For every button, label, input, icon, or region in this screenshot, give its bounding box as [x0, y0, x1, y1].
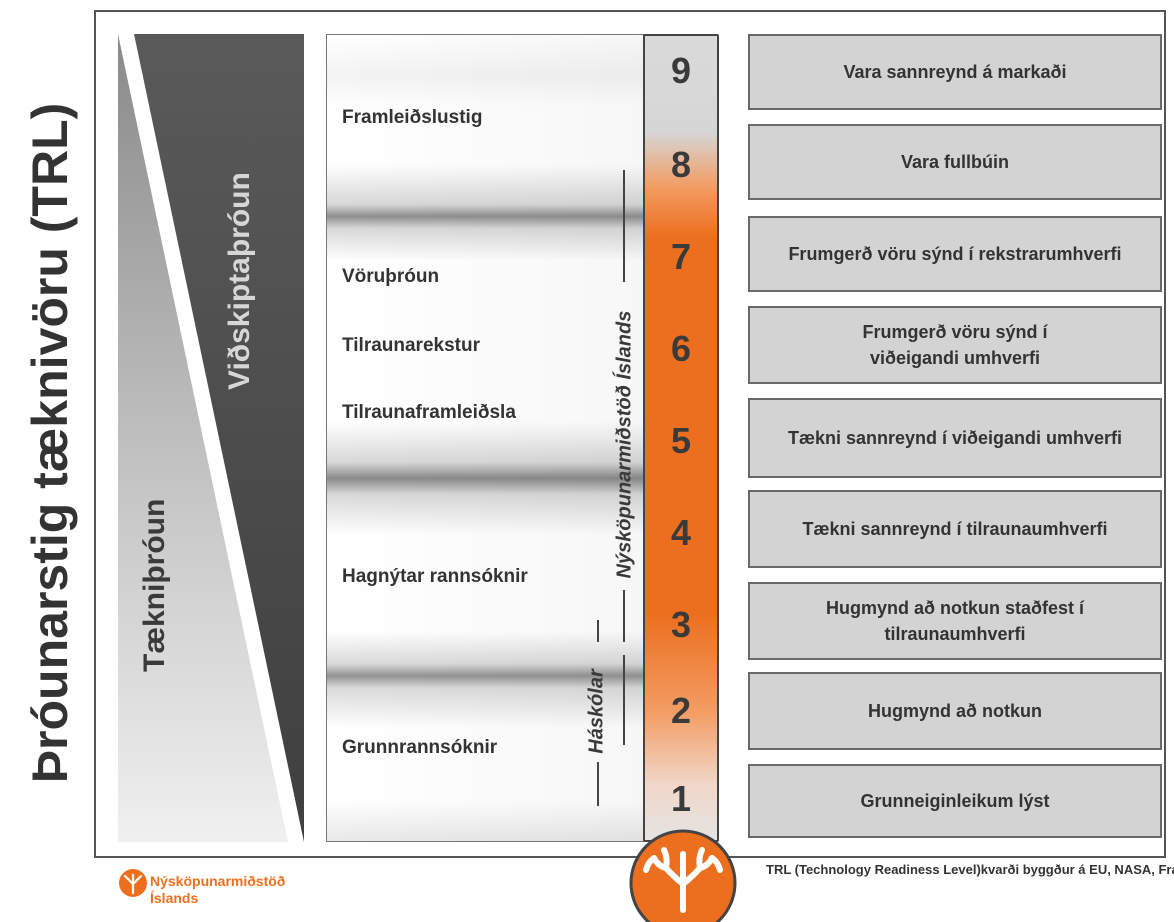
- trl-level-box: Tækni sannreynd í tilraunaumhverfi: [748, 490, 1162, 568]
- organization-logo-icon: [119, 869, 147, 897]
- organization-name: Nýsköpunarmiðstöð: [150, 873, 286, 889]
- phase-label: Tilraunaframleiðsla: [342, 402, 516, 423]
- phase-label: Framleiðslustig: [342, 107, 483, 128]
- phase-label: Grunnrannsóknir: [342, 737, 498, 758]
- trl-level-box: Frumgerð vöru sýnd í viðeigandi umhverfi: [748, 306, 1162, 384]
- bracket-line: [623, 170, 625, 282]
- trl-level-box: Hugmynd að notkun: [748, 672, 1162, 750]
- phase-label: Tilraunarekstur: [342, 335, 480, 356]
- source-note: TRL (Technology Readiness Level)kvarði b…: [766, 862, 1174, 877]
- trl-number: 3: [670, 604, 692, 645]
- trl-level-box: Tækni sannreynd í viðeigandi umhverfi: [748, 398, 1162, 478]
- technology-development-label: Tækniþróun: [138, 498, 171, 672]
- institute-label: Nýsköpunarmiðstöð Íslands: [613, 310, 636, 579]
- development-wedges: [118, 34, 304, 842]
- trl-level-box: Vara sannreynd á markaði: [748, 34, 1162, 110]
- phase-label: Hagnýtar rannsóknir: [342, 566, 528, 587]
- trl-number: 5: [670, 420, 692, 461]
- trl-number: 8: [670, 144, 692, 185]
- trl-number: 9: [670, 50, 692, 91]
- trl-level-box: Vara fullbúin: [748, 124, 1162, 200]
- trl-level-box: Grunneiginleikum lýst: [748, 764, 1162, 838]
- trl-number: 1: [670, 778, 692, 819]
- trl-level-box: Hugmynd að notkun staðfest í tilraunaumh…: [748, 582, 1162, 660]
- business-development-label: Viðskiptaþróun: [223, 172, 256, 390]
- trl-scale-bar: [643, 34, 719, 842]
- phase-column: [326, 34, 644, 842]
- trl-level-box: Frumgerð vöru sýnd í rekstrarumhverfi: [748, 216, 1162, 292]
- organization-name: Íslands: [150, 890, 199, 906]
- trl-number: 2: [670, 690, 692, 731]
- phase-label: Vöruþróun: [342, 266, 440, 287]
- trl-number: 4: [670, 512, 692, 553]
- page-title: Þróunarstig tæknivöru (TRL): [22, 102, 78, 784]
- technology-development-wedge: [118, 34, 288, 842]
- trl-number: 7: [670, 236, 692, 277]
- bracket-line: [623, 655, 625, 745]
- business-development-wedge: [134, 34, 304, 842]
- trl-number: 6: [670, 328, 692, 369]
- bracket-line: [597, 762, 599, 806]
- bracket-line: [597, 620, 599, 642]
- tree-logo-icon: [629, 829, 737, 922]
- bracket-line: [623, 590, 625, 642]
- universities-label: Háskólar: [585, 669, 608, 754]
